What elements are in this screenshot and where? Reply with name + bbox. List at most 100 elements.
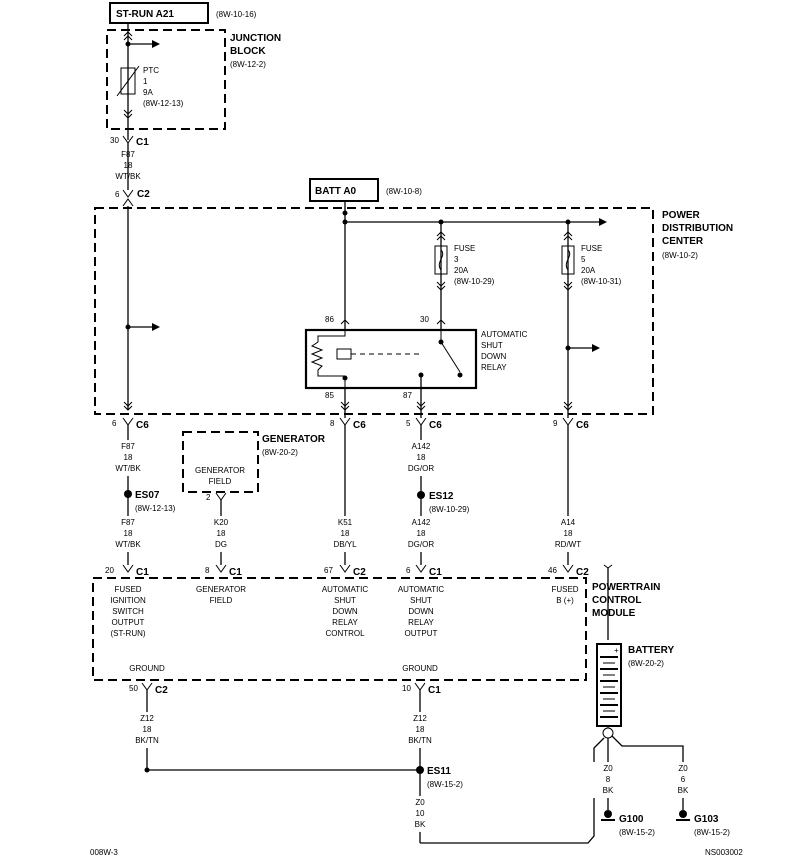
wire-a142-low-color: DG/OR xyxy=(408,540,434,549)
junction-dot xyxy=(342,219,348,225)
battery-label: BATTERY xyxy=(628,645,674,656)
c6-mid-pin: 8 xyxy=(330,419,335,428)
relay-pin-87: 87 xyxy=(403,391,412,400)
ptc-label: PTC xyxy=(143,66,159,75)
c6-left-pin: 6 xyxy=(112,419,117,428)
pcm-outline xyxy=(92,577,587,681)
pcm-asdo-line-5: OUTPUT xyxy=(405,629,438,638)
pcm-b-connector: C2 xyxy=(576,567,589,578)
ground-icon xyxy=(679,810,687,818)
wire-a142-low-id: A142 xyxy=(412,518,431,527)
pcm-label-2: CONTROL xyxy=(592,595,641,606)
fuse3-number: 3 xyxy=(454,255,459,264)
chevron-up-icon xyxy=(436,231,446,241)
wire-z12-b-id: Z12 xyxy=(413,714,427,723)
relay-switch-arm xyxy=(440,341,461,373)
wire-z12-b-gauge: 18 xyxy=(416,725,425,734)
pcm-asdc-connector: C2 xyxy=(353,567,366,578)
wire-k20-gauge: 18 xyxy=(217,529,226,538)
chevron-down-icon xyxy=(340,401,350,411)
relay-label-1: AUTOMATIC xyxy=(481,330,528,339)
wire-z0-6-gauge: 6 xyxy=(681,775,686,784)
connector-icon xyxy=(122,189,134,198)
relay-pin-30: 30 xyxy=(420,315,429,324)
junction-block-outline xyxy=(106,29,226,130)
wire-z0-6-id: Z0 xyxy=(678,764,688,773)
pdc-label-1: POWER xyxy=(662,210,701,221)
arrow-right-icon xyxy=(152,323,160,331)
connector-icon xyxy=(122,564,134,573)
connector-icon xyxy=(603,564,613,569)
chevron-down-icon xyxy=(563,401,573,411)
label-bg xyxy=(203,516,239,552)
wire-z0-10-color: BK xyxy=(415,820,426,829)
pcm-asdo-line-2: SHUT xyxy=(410,596,432,605)
pcm-gen-line-2: FIELD xyxy=(210,596,233,605)
wire-f87-mid-id: F87 xyxy=(121,442,135,451)
c6-asd-label: C6 xyxy=(429,420,442,431)
relay-pin-86: 86 xyxy=(325,315,334,324)
wire-f87-low-id: F87 xyxy=(121,518,135,527)
wire-a142-up-color: DG/OR xyxy=(408,464,434,473)
wire-k51-gauge: 18 xyxy=(341,529,350,538)
wire-z0-10-id: Z0 xyxy=(415,798,425,807)
c2-pdc-label: C2 xyxy=(137,189,150,200)
st-run-label: ST-RUN A21 xyxy=(116,9,174,20)
pcm-fused-line-2: IGNITION xyxy=(110,596,146,605)
connector-icon xyxy=(215,564,227,573)
wire-z0-8-gauge: 8 xyxy=(606,775,611,784)
fuse5-symbol xyxy=(561,245,575,275)
relay-label-3: DOWN xyxy=(481,352,507,361)
pcm-b-line-1: FUSED xyxy=(551,585,578,594)
junction-dot xyxy=(342,375,348,381)
chevron-down-icon xyxy=(436,281,446,291)
pcm-asdc-pin: 67 xyxy=(324,566,333,575)
ptc-symbol xyxy=(120,67,136,95)
label-bg xyxy=(108,440,148,476)
relay-coil xyxy=(310,330,346,388)
wire-z0-8-color: BK xyxy=(603,786,614,795)
fuse5-ref: (8W-10-31) xyxy=(581,277,622,286)
label-bg xyxy=(593,762,623,798)
wire-f87-low-gauge: 18 xyxy=(124,529,133,538)
wire-f87-mid-color: WT/BK xyxy=(115,464,141,473)
pcm-gnd1-pin: 50 xyxy=(129,684,138,693)
pcm-label-1: POWERTRAIN xyxy=(592,582,660,593)
c1-top-label: C1 xyxy=(136,137,149,148)
footer-right: NS003002 xyxy=(705,848,743,857)
generator-ref: (8W-20-2) xyxy=(262,448,298,457)
pcm-fused-line-4: OUTPUT xyxy=(112,618,145,627)
ground-g103-ref: (8W-15-2) xyxy=(694,828,730,837)
splice-es07-dot xyxy=(124,490,132,498)
splice-es07-ref: (8W-12-13) xyxy=(135,504,176,513)
wire-z0-10-gauge: 10 xyxy=(416,809,425,818)
c1-top-pin: 30 xyxy=(110,136,119,145)
wire-f87-top-gauge: 18 xyxy=(124,161,133,170)
pcm-asdc-line-5: CONTROL xyxy=(325,629,365,638)
batt-label: BATT A0 xyxy=(315,186,357,197)
generator-field-label-2: FIELD xyxy=(209,477,232,486)
connector-icon xyxy=(415,564,427,573)
battery-plus: + xyxy=(614,646,619,655)
arrow-right-icon xyxy=(152,40,160,48)
ptc-ref: (8W-12-13) xyxy=(143,99,184,108)
arrow-right-icon xyxy=(599,218,607,226)
splice-es11-ref: (8W-15-2) xyxy=(427,780,463,789)
wire-z12-a-id: Z12 xyxy=(140,714,154,723)
pcm-asdo-line-3: DOWN xyxy=(408,607,434,616)
c6-right-pin: 9 xyxy=(553,419,558,428)
label-bg xyxy=(127,712,167,748)
ptc-rating: 9A xyxy=(143,88,153,97)
pdc-label-3: CENTER xyxy=(662,236,704,247)
junction-dot xyxy=(342,210,348,216)
relay-pin-85: 85 xyxy=(325,391,334,400)
relay-box xyxy=(304,328,478,390)
wire-f87-top-color: WT/BK xyxy=(115,172,141,181)
fuse5-element xyxy=(565,249,571,271)
pcm-b-pin: 46 xyxy=(548,566,557,575)
pcm-fused-connector: C1 xyxy=(136,567,149,578)
wire-battery-es11 xyxy=(420,737,605,844)
c6-asd-pin: 5 xyxy=(406,419,411,428)
label-bg xyxy=(400,796,440,832)
splice-es12-dot xyxy=(417,491,425,499)
